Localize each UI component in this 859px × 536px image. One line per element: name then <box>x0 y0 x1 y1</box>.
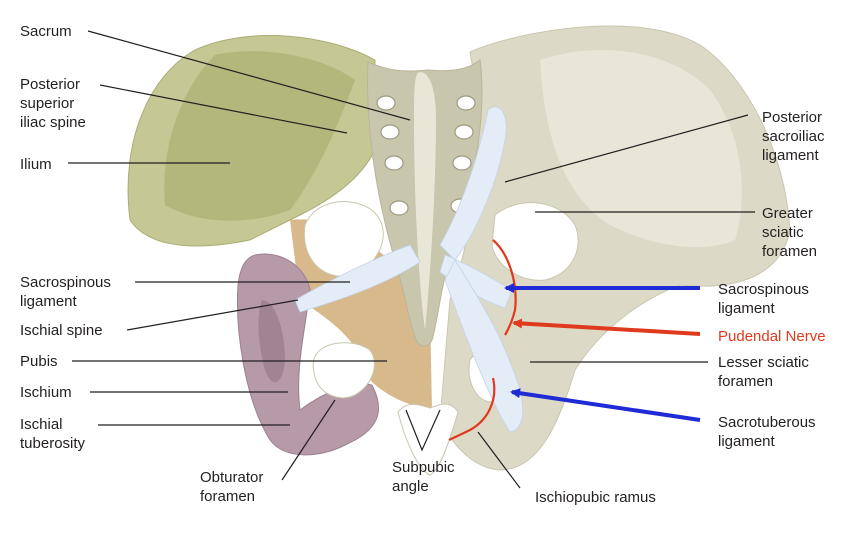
subpubic-notch <box>397 403 459 476</box>
pudendal-nerve-arrow <box>512 318 701 336</box>
label-ischial-spine: Ischial spine <box>20 322 103 339</box>
posterior-sacroiliac-ligament <box>439 106 507 261</box>
label-sacrum: Sacrum <box>20 23 72 40</box>
left-ilium-shade <box>164 51 355 221</box>
pudendal-nerve-upper <box>492 239 517 336</box>
label-posterior-sacroiliac-ligament: Posterior sacroiliac ligament <box>762 109 825 164</box>
label-ischial-tuberosity: Ischial tuberosity <box>20 416 86 452</box>
label-sacrospinous-ligament-right: Sacrospinous ligament <box>718 281 809 317</box>
label-pubis: Pubis <box>20 353 58 370</box>
label-sacrotuberous-ligament: Sacrotuberous ligament <box>718 414 816 450</box>
label-pudendal-nerve: Pudendal Nerve <box>718 328 826 345</box>
ligaments <box>294 106 524 433</box>
label-ischium: Ischium <box>20 384 72 401</box>
left-obturator-foramen <box>312 342 375 399</box>
label-subpubic-angle: Subpubic angle <box>392 459 455 495</box>
left-greater-sciatic-foramen <box>303 201 384 277</box>
pudendal-nerve-lower <box>448 377 496 441</box>
label-ischiopubic-ramus: Ischiopubic ramus <box>535 489 656 506</box>
right-ilium-fossa <box>540 50 742 248</box>
sacrotuberous-ligament <box>444 259 524 433</box>
leader-lines <box>68 30 755 489</box>
label-lesser-sciatic-foramen: Lesser sciatic foramen <box>718 354 809 390</box>
label-greater-sciatic-foramen: Greater sciatic foramen <box>762 205 818 260</box>
sacrotuberous-arrow <box>510 388 701 422</box>
ischium-shade <box>258 300 285 383</box>
label-posterior-superior-iliac-spine: Posterior superior iliac spine <box>20 76 86 131</box>
label-obturator-foramen: Obturator foramen <box>200 469 264 505</box>
right-greater-sciatic-foramen <box>491 202 579 281</box>
sacrum-crest <box>414 72 436 330</box>
label-ilium: Ilium <box>20 156 52 173</box>
label-sacrospinous-ligament-left: Sacrospinous ligament <box>20 274 111 310</box>
left-sacrospinous-ligament <box>294 244 421 313</box>
